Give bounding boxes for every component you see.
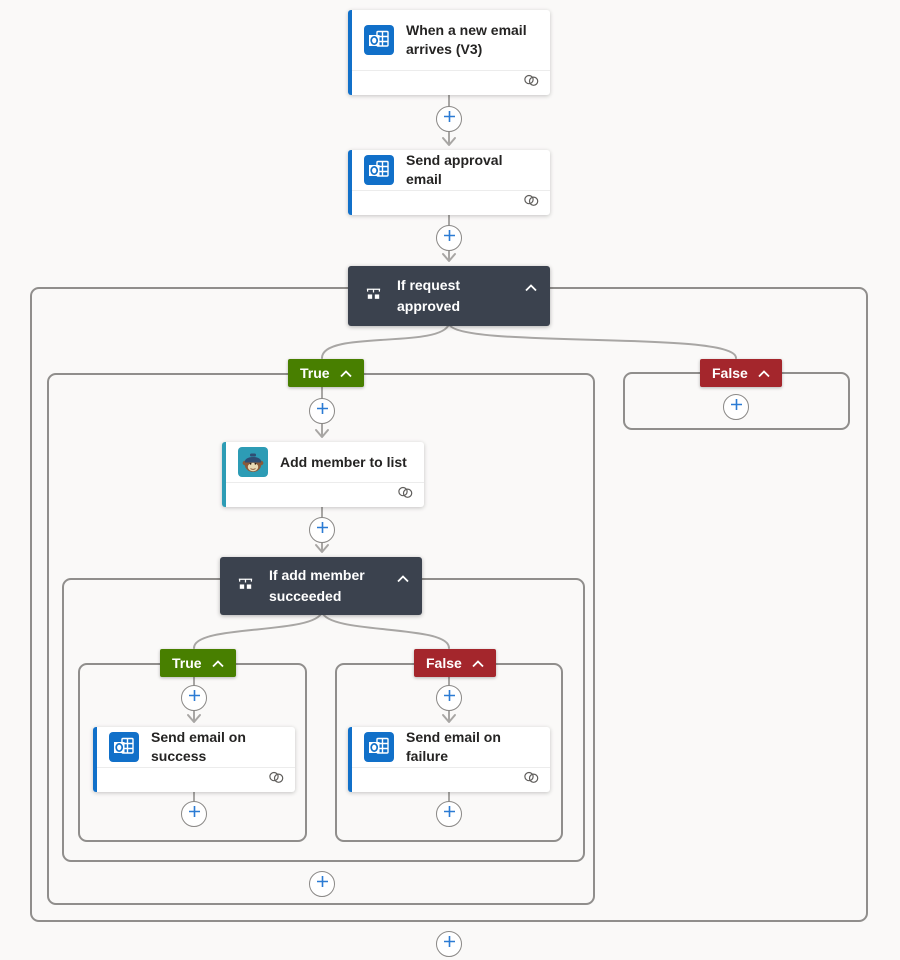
condition-icon [364, 284, 383, 308]
card-footer [348, 70, 550, 95]
insert-step-button[interactable] [436, 106, 462, 132]
branch-label: True [172, 655, 202, 671]
card-title: Add member to list [280, 453, 407, 470]
card-footer [348, 190, 550, 215]
action-card-send-email-on-success[interactable]: Send email on success [93, 727, 295, 792]
chevron-up-icon[interactable] [525, 279, 537, 297]
true-branch-badge[interactable]: True [160, 649, 236, 677]
link-icon [268, 771, 285, 789]
insert-step-button[interactable] [436, 931, 462, 957]
branch-label: False [712, 365, 748, 381]
link-icon [523, 771, 540, 789]
plus-icon [443, 110, 456, 128]
plus-icon [188, 689, 201, 707]
trigger-card-when-new-email-arrives[interactable]: When a new email arrives (V3) [348, 10, 550, 95]
branch-label: True [300, 365, 330, 381]
insert-step-button[interactable] [723, 394, 749, 420]
card-accent-bar [222, 442, 226, 507]
plus-icon [443, 805, 456, 823]
card-accent-bar [348, 10, 352, 95]
action-card-send-email-on-failure[interactable]: Send email on failure [348, 727, 550, 792]
card-title: Send email on failure [406, 729, 501, 764]
chevron-up-icon[interactable] [397, 570, 409, 588]
plus-icon [188, 805, 201, 823]
link-icon [523, 194, 540, 212]
outlook-icon [364, 155, 394, 185]
link-icon [523, 74, 540, 92]
card-title: When a new email arrives (V3) [406, 22, 527, 57]
chevron-up-icon [472, 655, 484, 671]
mailchimp-icon [238, 447, 268, 477]
plus-icon [443, 229, 456, 247]
plus-icon [443, 689, 456, 707]
card-footer [93, 767, 295, 792]
card-accent-bar [93, 727, 97, 792]
insert-step-button[interactable] [181, 685, 207, 711]
insert-step-button[interactable] [181, 801, 207, 827]
card-accent-bar [348, 727, 352, 792]
card-accent-bar [348, 150, 352, 215]
insert-step-button[interactable] [309, 517, 335, 543]
outlook-icon [109, 732, 139, 762]
false-branch-badge[interactable]: False [414, 649, 496, 677]
insert-step-button[interactable] [436, 225, 462, 251]
branch-label: False [426, 655, 462, 671]
chevron-up-icon [211, 655, 224, 671]
card-footer [222, 482, 424, 507]
card-footer [348, 767, 550, 792]
action-card-add-member-to-list[interactable]: Add member to list [222, 442, 424, 507]
false-branch-badge[interactable]: False [700, 359, 782, 387]
insert-step-button[interactable] [309, 871, 335, 897]
action-card-send-approval-email[interactable]: Send approval email [348, 150, 550, 215]
chevron-up-icon [339, 365, 352, 381]
condition-title: If request approved [397, 277, 461, 314]
condition-icon [236, 574, 255, 598]
plus-icon [316, 521, 329, 539]
chevron-up-icon [758, 365, 770, 381]
link-icon [397, 486, 414, 504]
insert-step-button[interactable] [436, 685, 462, 711]
plus-icon [316, 402, 329, 420]
condition-card-if-request-approved[interactable]: If request approved [348, 266, 550, 326]
outlook-icon [364, 732, 394, 762]
plus-icon [316, 875, 329, 893]
insert-step-button[interactable] [436, 801, 462, 827]
plus-icon [443, 935, 456, 953]
condition-title: If add member succeeded [269, 567, 365, 604]
card-title: Send email on success [151, 729, 246, 764]
outlook-icon [364, 25, 394, 55]
insert-step-button[interactable] [309, 398, 335, 424]
condition-card-if-add-member-succeeded[interactable]: If add member succeeded [220, 557, 422, 615]
true-branch-badge[interactable]: True [288, 359, 364, 387]
plus-icon [730, 398, 743, 416]
card-title: Send approval email [406, 152, 503, 187]
